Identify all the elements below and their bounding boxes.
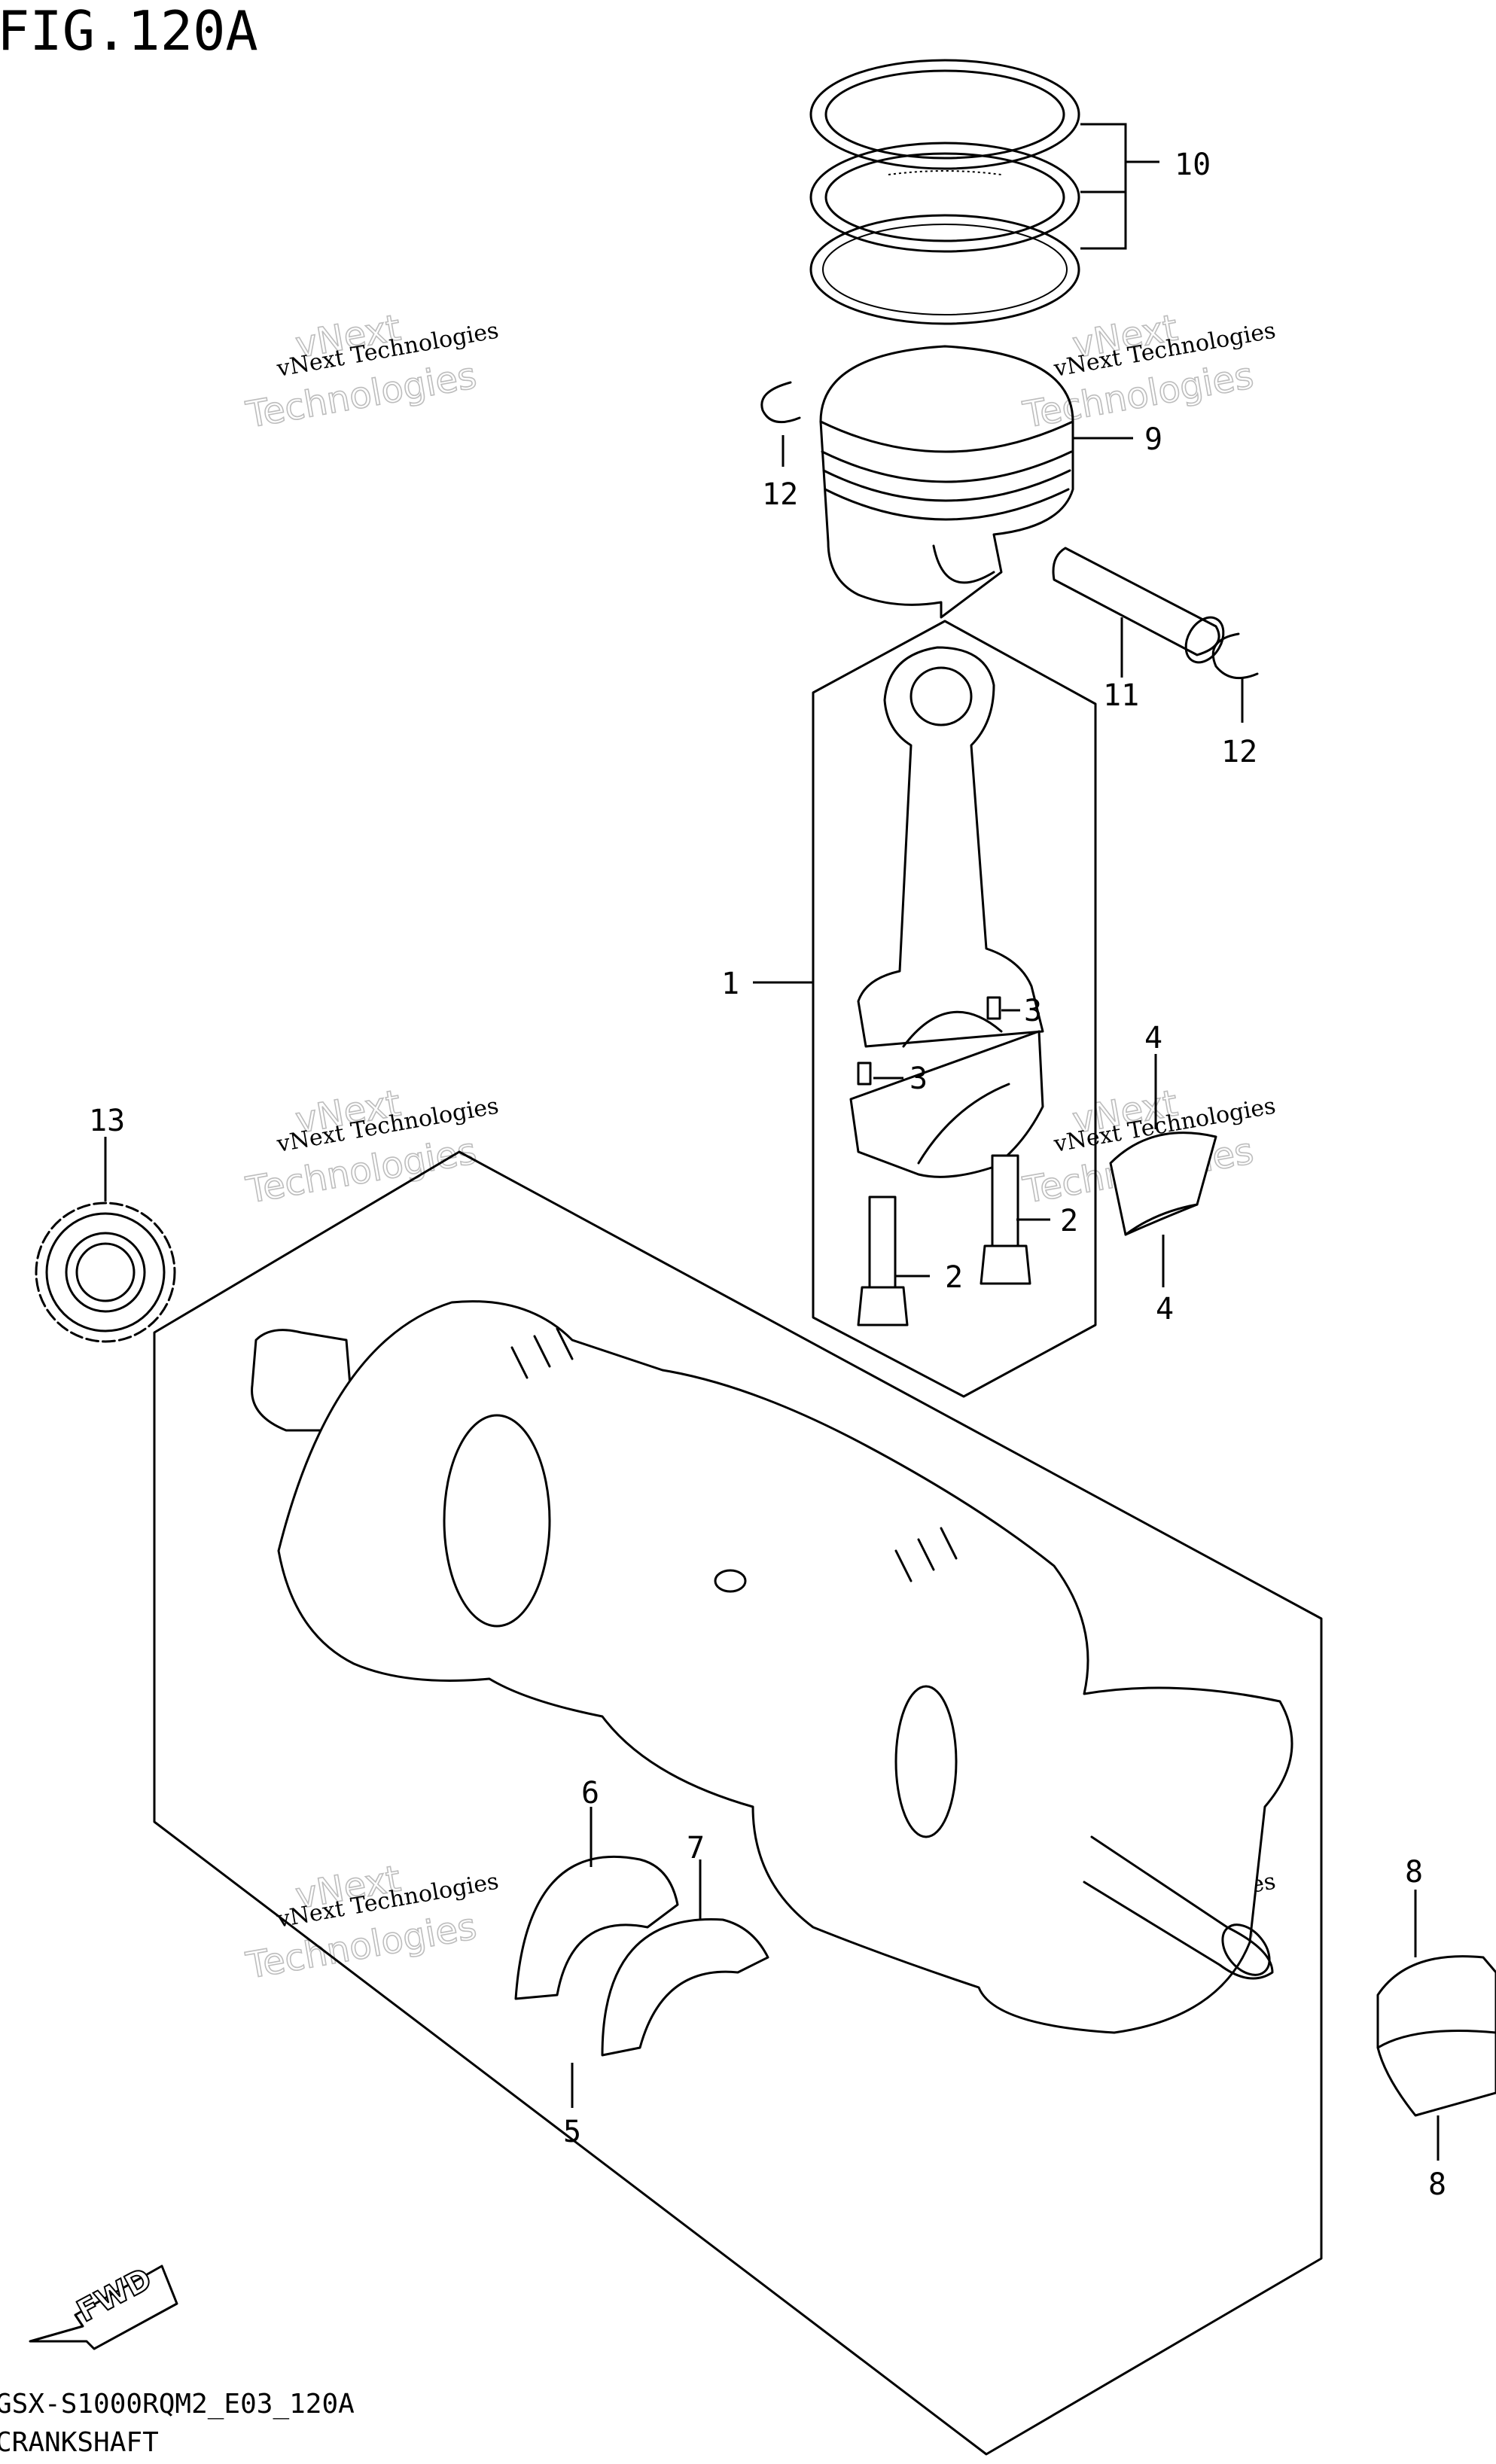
callout-2: 2 bbox=[1060, 1204, 1078, 1238]
figure-title: FIG.120A bbox=[0, 0, 258, 62]
callout-9: 9 bbox=[1144, 422, 1162, 457]
crank-bearing bbox=[1376, 1955, 1496, 2117]
piston-rings bbox=[809, 59, 1080, 325]
piston-pin bbox=[1052, 547, 1225, 664]
callout-13: 13 bbox=[89, 1104, 125, 1138]
callout-5: 5 bbox=[563, 2115, 581, 2149]
conrod-assembly-box bbox=[812, 620, 1097, 1398]
callout-10: 10 bbox=[1175, 148, 1211, 182]
thrust-bearing bbox=[601, 1918, 769, 2057]
callout-1: 1 bbox=[721, 967, 739, 1001]
section-name: CRANKSHAFT bbox=[0, 2427, 159, 2458]
callout-4: 4 bbox=[1156, 1292, 1174, 1326]
callout-2: 2 bbox=[945, 1260, 963, 1295]
callout-8: 8 bbox=[1405, 1855, 1423, 1890]
callout-12: 12 bbox=[762, 477, 798, 512]
circlip bbox=[760, 381, 801, 424]
piston bbox=[819, 345, 1074, 619]
callout-12: 12 bbox=[1221, 735, 1257, 769]
callout-3: 3 bbox=[1024, 994, 1042, 1028]
fwd-direction-arrow: FWD bbox=[29, 2261, 178, 2350]
thrust-bearing bbox=[514, 1855, 679, 2000]
callout-3: 3 bbox=[909, 1061, 928, 1096]
callout-labels: 10 9 12 11 12 1 3 3 2 2 4 4 13 6 7 5 8 8 bbox=[89, 148, 1446, 2202]
callout-6: 6 bbox=[581, 1776, 599, 1811]
crankshaft-box bbox=[153, 1150, 1323, 2456]
conrod-bolt bbox=[857, 1195, 909, 1326]
watermark: vNext Technologies vNext Technologies bbox=[242, 1082, 501, 1213]
callout-11: 11 bbox=[1103, 678, 1139, 713]
circlip bbox=[1211, 632, 1259, 680]
callout-7: 7 bbox=[687, 1831, 705, 1866]
callout-8: 8 bbox=[1428, 2167, 1446, 2202]
watermark: vNext Technologies vNext Technologies bbox=[1019, 306, 1278, 437]
conrod-bearing bbox=[1109, 1131, 1217, 1236]
callout-4: 4 bbox=[1144, 1021, 1162, 1055]
leader-lines bbox=[104, 123, 1440, 2161]
primary-gear bbox=[35, 1202, 176, 1343]
conrod-bolt bbox=[980, 1154, 1031, 1285]
crankshaft bbox=[251, 1300, 1293, 2034]
model-code: GSX-S1000RQM2_E03_120A bbox=[0, 2389, 355, 2420]
connecting-rod bbox=[849, 646, 1044, 1178]
watermark: vNext Technologies vNext Technologies bbox=[242, 306, 501, 437]
